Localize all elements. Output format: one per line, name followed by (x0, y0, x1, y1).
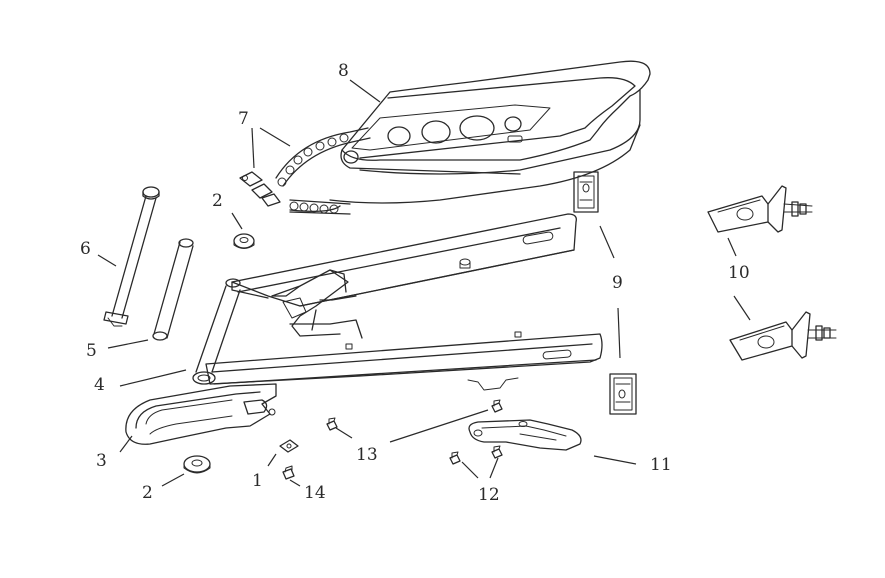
callout-11: 11 (650, 455, 672, 475)
callout-8: 8 (338, 61, 349, 81)
chain-guide-part-8 (289, 60, 651, 212)
leader-3 (119, 435, 133, 453)
leader-9-a (599, 225, 615, 259)
leader-13-b (389, 409, 489, 443)
leader-7-b (259, 127, 291, 147)
leader-14 (289, 479, 301, 487)
leader-6 (97, 254, 117, 267)
axle-bolt-part-6 (103, 186, 160, 327)
leader-9-b (617, 307, 621, 359)
bracket-nut-part-1 (279, 439, 299, 453)
chain-adjuster-part-10-bottom (729, 311, 837, 361)
callout-2-bottom: 2 (142, 483, 153, 503)
callout-5: 5 (86, 341, 97, 361)
lower-chain-slider-part-3 (125, 383, 277, 445)
leader-13-a (335, 427, 353, 439)
leader-4 (119, 369, 187, 387)
adjuster-plate-part-9-top (573, 171, 599, 213)
chain-adjuster-part-10-top (707, 185, 813, 233)
leader-12-b (489, 457, 499, 479)
callout-1: 1 (252, 471, 263, 491)
leader-10-b (727, 237, 737, 257)
bolt-part-12-a (449, 451, 461, 465)
washer-part-2-bottom (183, 455, 211, 474)
callout-9: 9 (612, 273, 623, 293)
washer-part-2-top (233, 233, 255, 249)
leader-11 (593, 455, 637, 465)
bolt-part-12-c (491, 399, 503, 413)
leader-2-bottom (161, 473, 185, 487)
leader-1 (267, 453, 277, 467)
bolt-part-13 (326, 417, 338, 431)
leader-10 (733, 295, 751, 321)
leader-8 (349, 79, 381, 103)
callout-4: 4 (94, 375, 105, 395)
callout-2-top: 2 (212, 191, 223, 211)
leader-7-a (251, 127, 255, 169)
callout-12: 12 (478, 485, 500, 505)
leader-5 (107, 339, 149, 349)
callout-7: 7 (238, 109, 249, 129)
bracket-part-11 (468, 419, 582, 451)
leader-12-a (461, 461, 479, 479)
callout-14: 14 (304, 483, 326, 503)
adjuster-plate-part-9-bottom (609, 373, 637, 415)
leader-2-top (231, 212, 243, 230)
callout-3: 3 (96, 451, 107, 471)
leader-lines (97, 79, 751, 487)
callout-6: 6 (80, 239, 91, 259)
bolt-part-14 (282, 465, 295, 480)
swingarm-part-4 (192, 213, 603, 391)
bolt-part-12-b (491, 445, 503, 459)
callout-10: 10 (728, 263, 750, 283)
callout-numbers: 8 7 2 6 5 4 3 2 1 14 13 12 11 9 10 (80, 61, 750, 505)
callout-13: 13 (356, 445, 378, 465)
chain-part-7 (239, 127, 371, 215)
sleeve-part-5 (152, 238, 194, 341)
